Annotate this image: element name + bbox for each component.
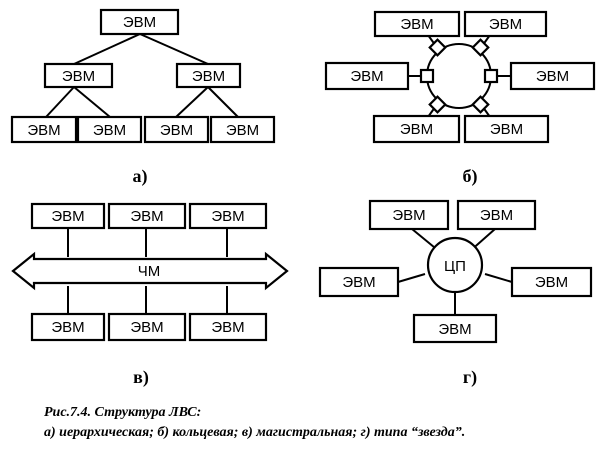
hier-leaf-node-3 [143, 115, 210, 144]
ring-node-right [509, 61, 596, 91]
central-processor-hub [426, 236, 484, 294]
hier-leaf-node-2 [76, 115, 143, 144]
bus-topology: ЧМ ЭВМ ЭВМ ЭВМ ЭВМ ЭВМ ЭВМ в) [11, 202, 289, 388]
ring-node-top-left [373, 10, 461, 38]
hier-leaf-node-4 [209, 115, 276, 144]
figure-caption-legend: а) иерархическая; б) кольцевая; в) магис… [44, 425, 465, 440]
bus-node-bottom-1 [30, 312, 106, 342]
bus-node-top-1 [30, 202, 106, 230]
bus-node-top-1-label: ЭВМ [51, 208, 84, 225]
star-node-r-label: ЭВМ [535, 274, 568, 291]
bus-label: ЧМ [138, 263, 161, 280]
hier-root-label: ЭВМ [123, 14, 156, 31]
hier-mid-node-right [175, 62, 242, 89]
ring-coupler [428, 95, 447, 114]
ring-node-bottom-right [463, 114, 550, 144]
bus-node-bottom-1-label: ЭВМ [51, 319, 84, 336]
ring-node-top-right [463, 10, 548, 38]
figure-caption-title: Рис.7.4. Структура ЛВС: [44, 405, 201, 420]
bus-node-bottom-3-label: ЭВМ [211, 319, 244, 336]
ring-node-bl-label: ЭВМ [400, 121, 433, 138]
panel-label-g: г) [463, 367, 477, 388]
ring-coupler [471, 95, 490, 114]
ring-node-bottom-left [372, 114, 461, 144]
ring-coupler [471, 38, 490, 57]
ring-node-tr-label: ЭВМ [489, 16, 522, 33]
hier-leaf-3-label: ЭВМ [160, 122, 193, 139]
bus-node-top-2 [107, 202, 187, 230]
ring-coupler [419, 68, 435, 84]
hier-mid-left-label: ЭВМ [62, 68, 95, 85]
hier-leaf-1-label: ЭВМ [27, 122, 60, 139]
ring-coupler [483, 68, 499, 84]
star-node-b-label: ЭВМ [438, 321, 471, 338]
hier-root-node [99, 8, 180, 36]
hier-mid-node-left [43, 62, 114, 89]
ring-coupler [428, 38, 447, 57]
ring-node-left [324, 61, 410, 91]
panel-label-b: б) [463, 166, 478, 187]
hub-label: ЦП [444, 258, 466, 275]
hierarchical-topology: ЭВМ ЭВМ ЭВМ ЭВМ ЭВМ ЭВМ ЭВМ а) [10, 8, 276, 187]
bus-node-bottom-2 [107, 312, 187, 342]
star-node-tl-label: ЭВМ [392, 207, 425, 224]
bus-node-top-3 [188, 202, 268, 230]
bus-node-top-3-label: ЭВМ [211, 208, 244, 225]
hier-leaf-node-1 [10, 115, 78, 144]
panel-label-v: в) [133, 367, 149, 388]
ring-node-l-label: ЭВМ [350, 68, 383, 85]
ring-topology: ЭВМ ЭВМ ЭВМ ЭВМ ЭВМ ЭВМ б) [324, 10, 596, 187]
bus-node-bottom-3 [188, 312, 268, 342]
ring-node-br-label: ЭВМ [490, 121, 523, 138]
star-topology: ЦП ЭВМ ЭВМ ЭВМ ЭВМ ЭВМ г) [318, 199, 593, 388]
star-node-tr-label: ЭВМ [480, 207, 513, 224]
ring-node-r-label: ЭВМ [536, 68, 569, 85]
star-node-l-label: ЭВМ [342, 274, 375, 291]
star-node-top-left [368, 199, 450, 231]
hier-leaf-4-label: ЭВМ [226, 122, 259, 139]
bus-node-top-2-label: ЭВМ [130, 208, 163, 225]
panel-label-a: а) [133, 166, 148, 187]
star-node-top-right [456, 199, 537, 231]
star-node-bottom [412, 313, 498, 344]
bus-node-bottom-2-label: ЭВМ [130, 319, 163, 336]
star-node-left [318, 266, 400, 298]
star-node-right [510, 266, 593, 298]
ring-node-tl-label: ЭВМ [400, 16, 433, 33]
hier-mid-right-label: ЭВМ [192, 68, 225, 85]
hier-leaf-2-label: ЭВМ [93, 122, 126, 139]
bus-channel-arrow [11, 251, 289, 291]
